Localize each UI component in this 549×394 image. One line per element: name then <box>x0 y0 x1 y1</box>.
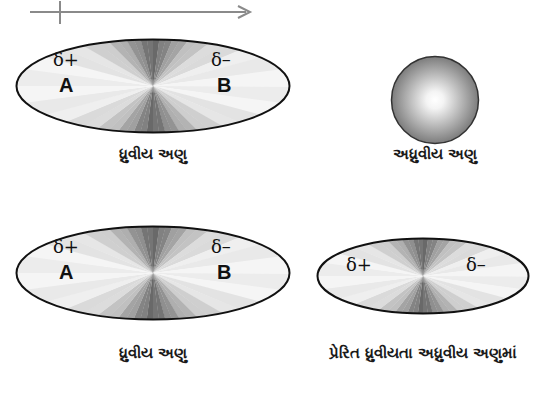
shading <box>15 38 291 134</box>
partial-charge: δ– <box>466 255 486 275</box>
shape-outline <box>316 237 530 315</box>
molecule-outline <box>318 239 529 314</box>
arrow-shaft <box>30 11 246 13</box>
molecule-outline <box>17 40 290 133</box>
atom-label: A <box>59 74 73 96</box>
arrow-head <box>238 6 250 18</box>
shade-wedge <box>423 248 530 277</box>
shade-wedge <box>316 275 423 304</box>
shade-wedge <box>117 225 155 273</box>
shade-wedge <box>151 86 189 134</box>
shade-wedge <box>395 237 424 276</box>
shade-wedge <box>15 271 153 309</box>
partial-charge: δ+ <box>346 255 372 275</box>
shading <box>15 225 291 321</box>
shape-outline <box>390 55 480 145</box>
molecule-caption: ધ્રુવીય અણુ <box>119 146 187 163</box>
shade-wedge <box>117 38 155 86</box>
partial-charge: δ– <box>211 50 231 70</box>
molecule-ellipse: δ+δ–પ્રેરિત ધ્રુવીયતા અધ્રુવીય અણુમાં <box>316 237 530 315</box>
molecule-outline <box>392 57 479 144</box>
partial-charge: δ+ <box>53 50 79 70</box>
shade-wedge <box>15 84 153 122</box>
shade-wedge <box>341 237 423 276</box>
atom-label: B <box>217 261 231 283</box>
atom-label: A <box>59 261 73 283</box>
molecule-ellipse: δ+Aδ–Bધ્રુવીય અણુ <box>15 225 291 321</box>
shade-wedge <box>422 276 451 315</box>
molecule-outline <box>17 227 290 320</box>
shade-wedge <box>153 273 259 321</box>
shade-wedge <box>153 86 259 134</box>
arrow-tick <box>59 1 61 24</box>
molecule-caption: પ્રેરિત ધ્રુવીયતા અધ્રુવીય અણુમાં <box>329 345 518 362</box>
molecule-caption: ધ્રુવીય અણુ <box>119 345 187 362</box>
nonpolar-molecule: અધ્રુવીય અણુ <box>390 55 480 145</box>
shade-wedge <box>423 276 505 315</box>
shade-wedge <box>151 273 189 321</box>
partial-charge: δ– <box>211 237 231 257</box>
partial-charge: δ+ <box>53 237 79 257</box>
molecule-caption: અધ્રુવીય અણુ <box>393 146 477 163</box>
atom-label: B <box>217 74 231 96</box>
shading <box>316 237 530 315</box>
molecule-ellipse: δ+Aδ–Bધ્રુવીય અણુ <box>15 38 291 134</box>
